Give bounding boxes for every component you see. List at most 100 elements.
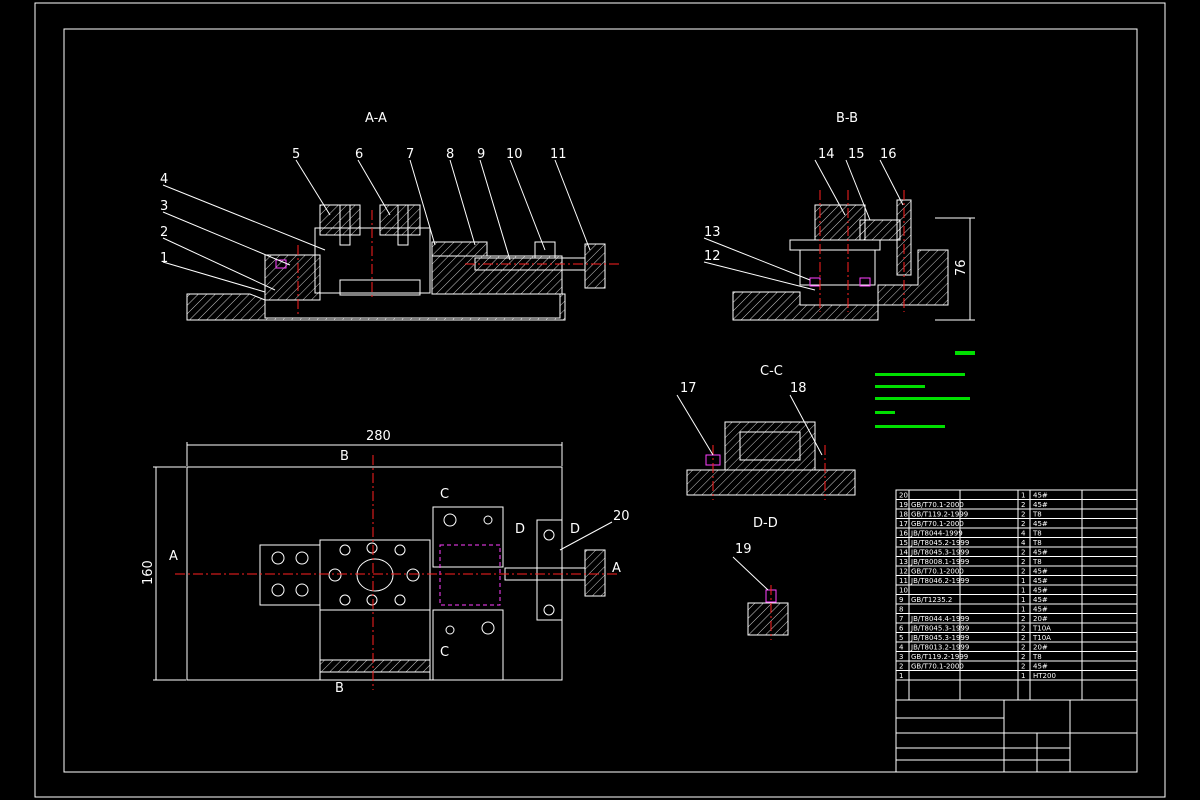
balloon-15: 15: [848, 147, 865, 162]
bom-cell-mat: 45#: [1033, 577, 1048, 585]
balloon-19: 19: [735, 542, 752, 557]
bom-cell-no: 14: [899, 549, 908, 557]
bom-cell-code: GB/T119.2-1999: [911, 653, 968, 661]
bom-cell-qty: 1: [1021, 577, 1025, 585]
section-mark-a-right: A: [612, 561, 621, 576]
section-bb: B-B 76 13 12 14 15 16: [703, 111, 975, 321]
bom-cell-code: JB/T8044-1999: [910, 530, 963, 538]
balloon-17: 17: [680, 381, 697, 396]
clamp-plate: [431, 241, 488, 257]
balloon-13: 13: [704, 225, 721, 240]
bom-cell-no: 10: [899, 587, 908, 595]
bom-cell-mat: 45#: [1033, 568, 1048, 576]
balloon-5: 5: [292, 147, 300, 162]
title-block: [895, 699, 1138, 773]
balloon-7: 7: [406, 147, 414, 162]
bom-cell-code: JB/T8044.4-1999: [910, 615, 969, 623]
bom-cell-mat: T8: [1032, 511, 1042, 519]
section-mark-b-top: B: [340, 449, 349, 464]
balloon-20: 20: [613, 509, 630, 524]
bom-cell-qty: 1: [1021, 606, 1025, 614]
section-mark-c-top: C: [440, 487, 449, 502]
bom-cell-qty: 4: [1021, 539, 1026, 547]
balloon-8: 8: [446, 147, 454, 162]
bom-cell-qty: 2: [1021, 558, 1025, 566]
bom-cell-qty: 2: [1021, 520, 1025, 528]
bom-cell-code: GB/T70.1-2000: [911, 520, 964, 528]
bom-cell-qty: 1: [1021, 596, 1025, 604]
bom-cell-mat: 20#: [1033, 644, 1048, 652]
plan-view: 280 160: [141, 429, 630, 696]
bom-cell-mat: HT200: [1033, 672, 1056, 680]
bom-cell-no: 5: [899, 634, 903, 642]
bom-cell-qty: 2: [1021, 615, 1025, 623]
bom-cell-no: 9: [899, 596, 903, 604]
balloon-14: 14: [818, 147, 835, 162]
balloon-1: 1: [160, 251, 168, 266]
section-mark-d-left: D: [515, 522, 525, 537]
inner-frame: [63, 28, 1138, 773]
bom-cell-qty: 2: [1021, 511, 1025, 519]
bom-cell-qty: 1: [1021, 672, 1025, 680]
bom-cell-mat: 45#: [1033, 587, 1048, 595]
section-mark-c-bottom: C: [440, 645, 449, 660]
bom-cell-code: JB/T8008.1-1999: [910, 558, 969, 566]
locator-block: [264, 254, 321, 301]
balloon-16: 16: [880, 147, 897, 162]
view-label-dd: D-D: [753, 516, 778, 531]
bom-cell-code: JB/T8046.2-1999: [910, 577, 969, 585]
bb-bushing: [814, 204, 866, 241]
bom-cell-mat: 45#: [1033, 520, 1048, 528]
balloon-2: 2: [160, 225, 168, 240]
bom-cell-qty: 2: [1021, 644, 1025, 652]
bom-cell-no: 6: [899, 625, 904, 633]
bom-cell-no: 1: [899, 672, 903, 680]
bom-cell-no: 19: [899, 501, 908, 509]
bom-cell-mat: 45#: [1033, 596, 1048, 604]
bom-cell-code: JB/T8045.3-1999: [910, 625, 969, 633]
balloon-10: 10: [506, 147, 523, 162]
technical-notes: [875, 351, 975, 428]
bom-cell-qty: 4: [1021, 530, 1026, 538]
outer-frame: [34, 2, 1166, 798]
view-label-aa: A-A: [365, 111, 387, 126]
balloons-aa: 1 2 3 4 5 6 7 8 9 10 11: [160, 147, 567, 266]
dim-160: 160: [141, 560, 156, 585]
dim-280: 280: [366, 429, 391, 444]
bom-cell-no: 15: [899, 539, 908, 547]
bom-cell-code: GB/T70.1-2000: [911, 568, 964, 576]
bb-base: [732, 249, 949, 321]
view-label-cc: C-C: [760, 364, 783, 379]
bom-cell-qty: 1: [1021, 587, 1025, 595]
section-mark-a-left: A: [169, 549, 178, 564]
section-mark-b-bottom: B: [335, 681, 344, 696]
bom-cell-no: 11: [899, 577, 908, 585]
bushing-6: [379, 204, 421, 236]
plan-knob: [584, 549, 606, 597]
bom-cell-qty: 2: [1021, 634, 1025, 642]
bom-cell-mat: T10A: [1032, 625, 1051, 633]
bom-cell-qty: 1: [1021, 492, 1025, 500]
bom-cell-qty: 2: [1021, 625, 1025, 633]
bom-cell-mat: 45#: [1033, 549, 1048, 557]
section-cc: C-C 17 18: [676, 364, 856, 500]
dim-76: 76: [954, 259, 969, 276]
bom-cell-mat: T8: [1032, 530, 1042, 538]
bom-cell-no: 17: [899, 520, 908, 528]
balloon-11: 11: [550, 147, 567, 162]
clamp-plate-top: [319, 539, 431, 611]
balloon-12: 12: [704, 249, 721, 264]
bom-cell-no: 2: [899, 663, 903, 671]
balloon-3: 3: [160, 199, 168, 214]
knob: [584, 243, 606, 289]
section-mark-d-right: D: [570, 522, 580, 537]
bom-cell-code: JB/T8045.3-1999: [910, 549, 969, 557]
balloon-18: 18: [790, 381, 807, 396]
bom-cell-code: JB/T8013.2-1999: [910, 644, 969, 652]
bom-cell-mat: T8: [1032, 558, 1042, 566]
bom-cell-mat: 45#: [1033, 606, 1048, 614]
section-dd: D-D 19: [732, 516, 789, 640]
